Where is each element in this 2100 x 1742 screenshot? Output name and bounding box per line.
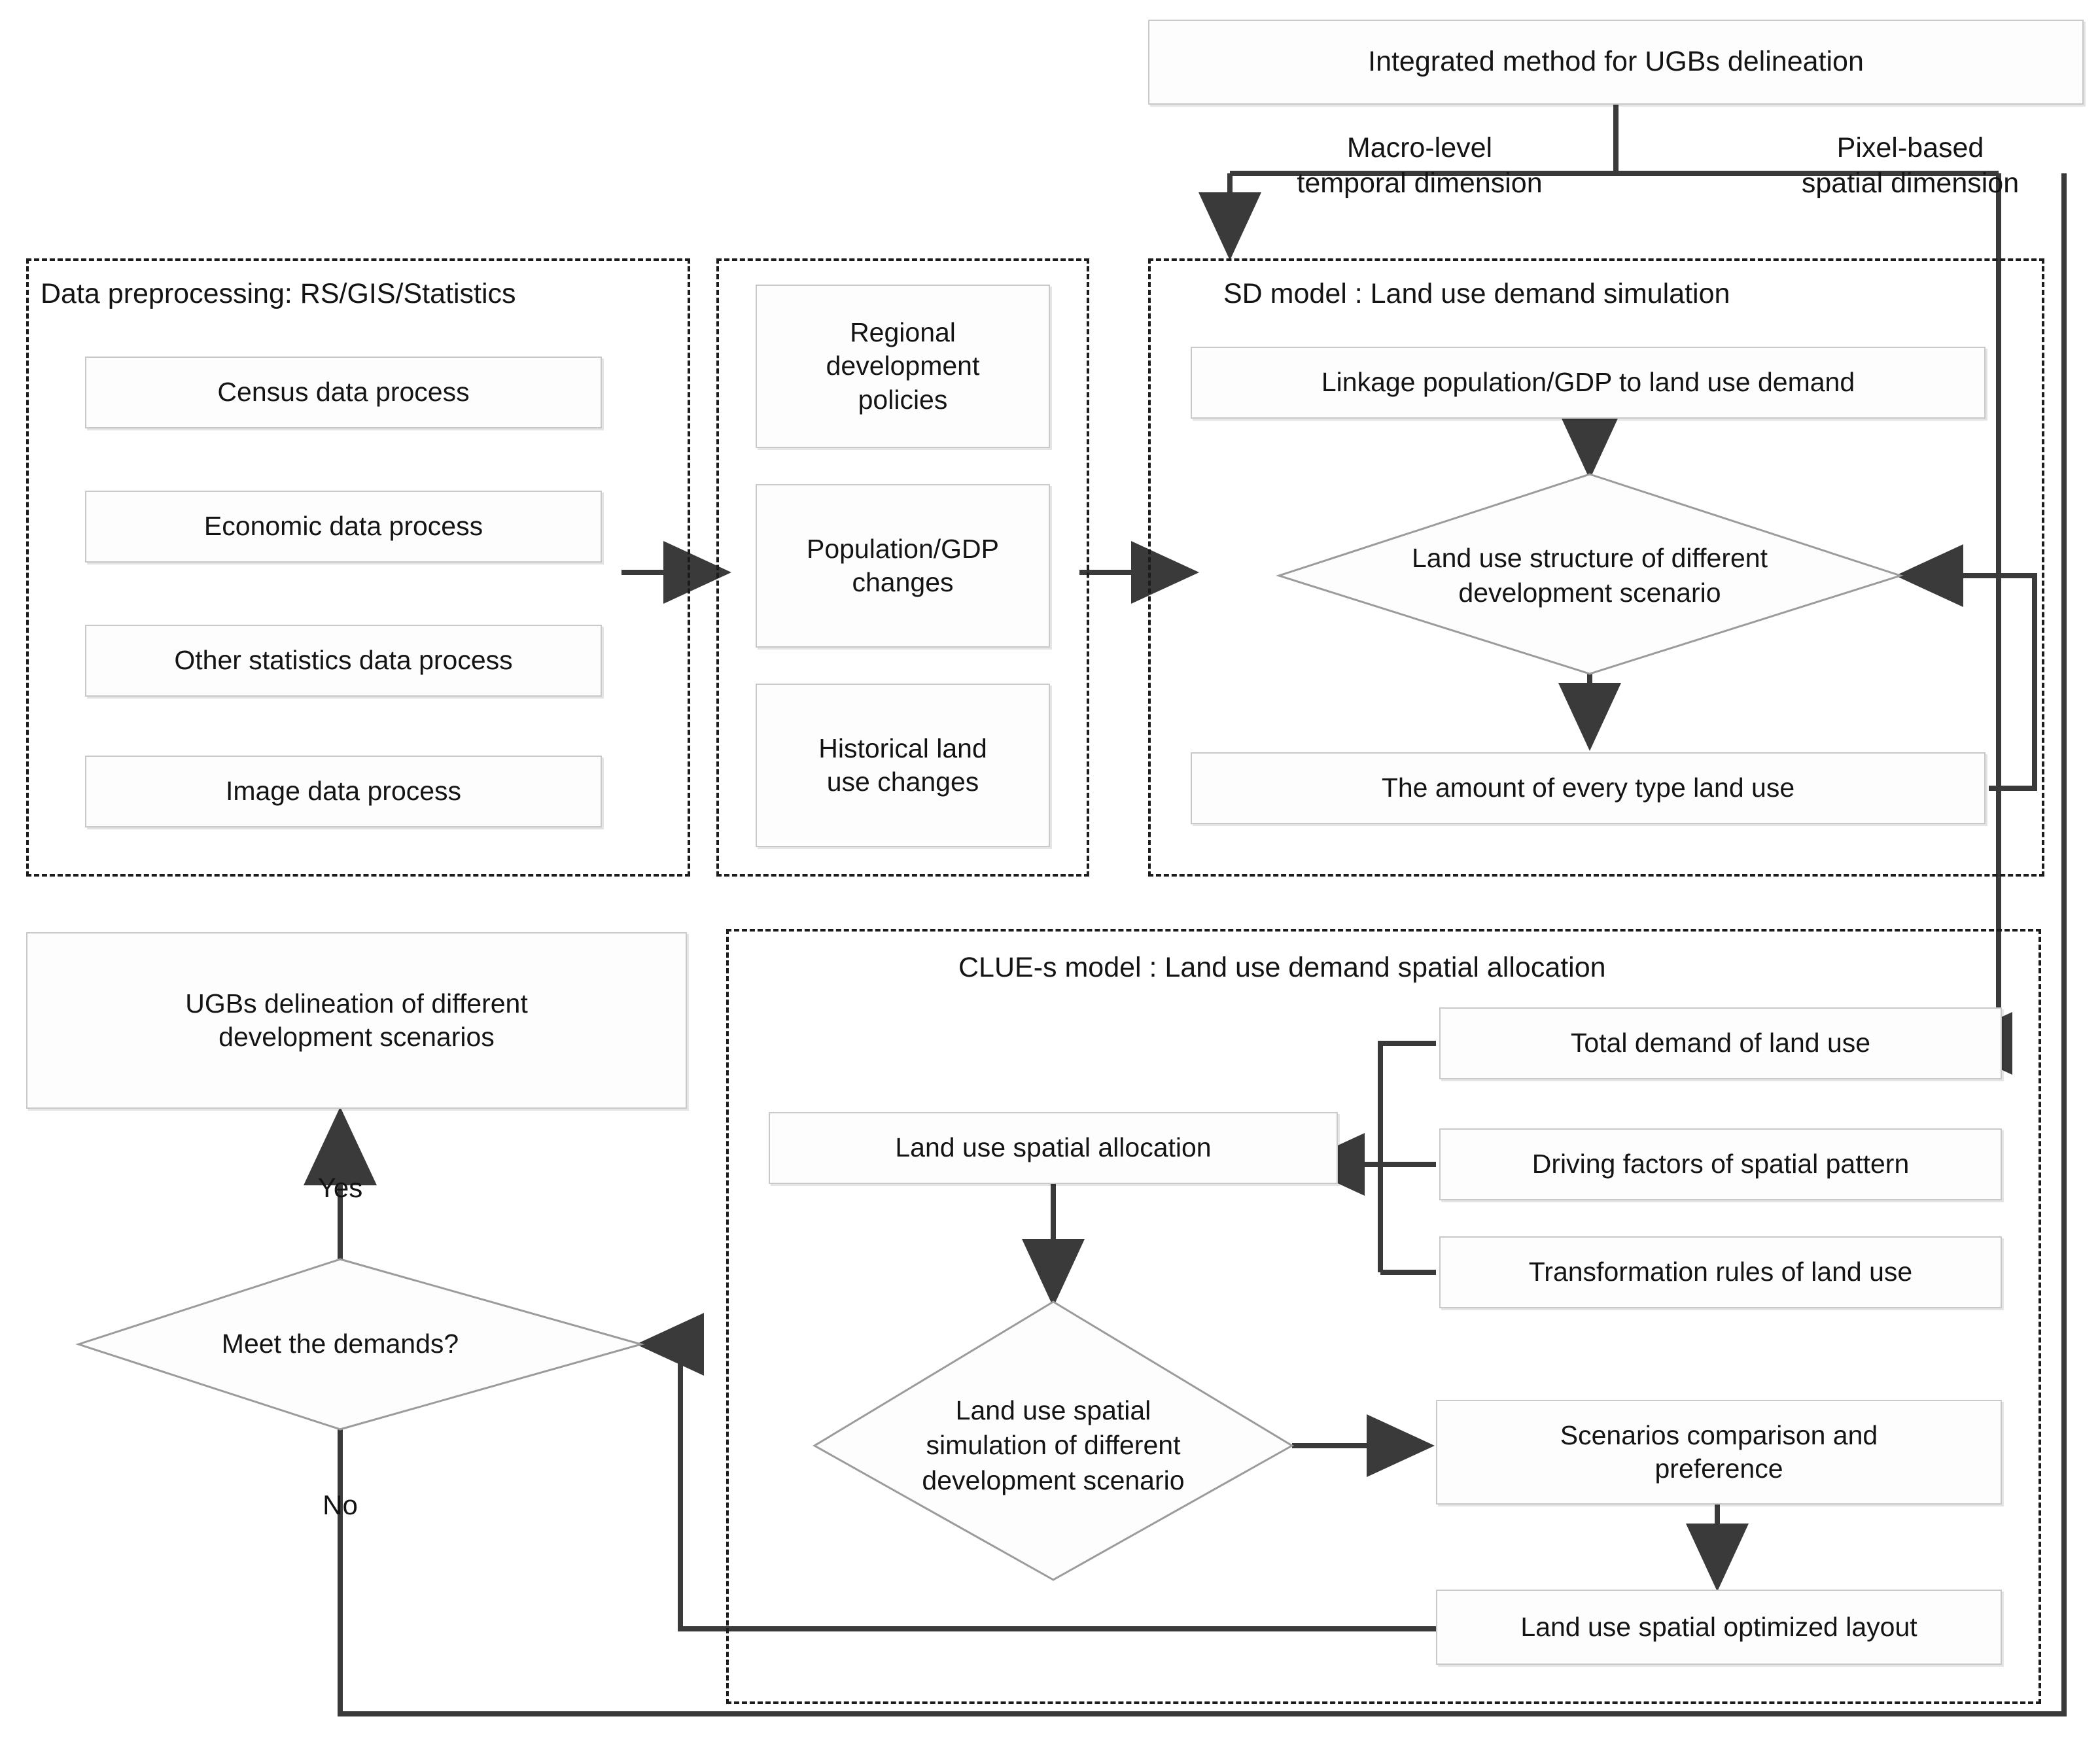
macro-level-branch-label: Macro-level temporal dimension — [1297, 132, 1543, 199]
image-data-process-box: Image data process — [85, 756, 602, 827]
yes-label: Yes — [317, 1172, 363, 1203]
group-clue-s-model — [726, 929, 2041, 1704]
ugbs-delineation-result-box: UGBs delineation of different developmen… — [26, 932, 687, 1109]
regional-development-policies-box: Regional development policies — [756, 285, 1050, 448]
land-use-spatial-optimized-layout-box: Land use spatial optimized layout — [1436, 1590, 2002, 1665]
pixel-based-branch-label: Pixel-based spatial dimension — [1801, 132, 2020, 199]
group-sd-model — [1148, 258, 2044, 877]
integrated-method-box: Integrated method for UGBs delineation — [1148, 20, 2084, 105]
other-statistics-data-process-box: Other statistics data process — [85, 625, 602, 697]
census-data-process-box: Census data process — [85, 357, 602, 428]
group-data-preprocessing — [26, 258, 690, 877]
linkage-population-gdp-box: Linkage population/GDP to land use deman… — [1191, 347, 1986, 419]
meet-demands-diamond — [75, 1258, 645, 1431]
population-gdp-changes-box: Population/GDP changes — [756, 484, 1050, 648]
group-data-preprocessing-title: Data preprocessing: RS/GIS/Statistics — [41, 278, 516, 309]
amount-every-type-land-use-box: The amount of every type land use — [1191, 752, 1986, 824]
group-sd-model-title: SD model : Land use demand simulation — [1223, 278, 1730, 309]
meet-demands-label: Meet the demands? — [221, 1329, 459, 1359]
transformation-rules-of-land-use-box: Transformation rules of land use — [1439, 1236, 2002, 1308]
group-clue-s-model-title: CLUE-s model : Land use demand spatial a… — [958, 952, 1606, 983]
total-demand-of-land-use-box: Total demand of land use — [1439, 1007, 2002, 1079]
historical-land-use-changes-box: Historical land use changes — [756, 684, 1050, 847]
driving-factors-of-spatial-pattern-box: Driving factors of spatial pattern — [1439, 1128, 2002, 1200]
group-drivers — [716, 258, 1089, 877]
scenarios-comparison-and-preference-box: Scenarios comparison and preference — [1436, 1400, 2002, 1505]
no-label: No — [323, 1489, 358, 1520]
economic-data-process-box: Economic data process — [85, 491, 602, 563]
land-use-spatial-allocation-box: Land use spatial allocation — [769, 1112, 1338, 1184]
